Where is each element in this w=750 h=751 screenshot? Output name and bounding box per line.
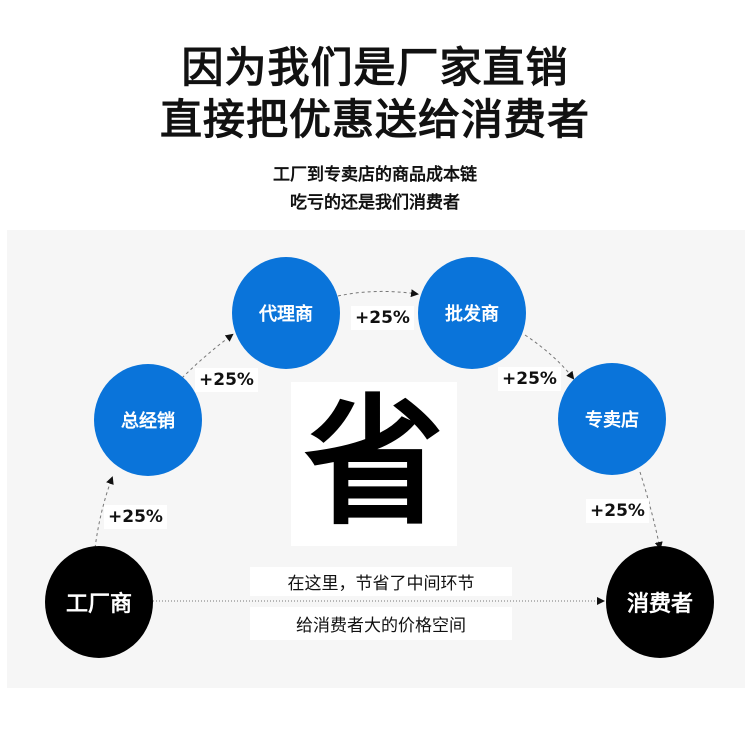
arrow-store-consumer [639, 471, 663, 550]
save-character: 省 [291, 382, 457, 546]
subhead-line-1: 工厂到专卖店的商品成本链 [273, 165, 477, 185]
markup-label: +25% [498, 367, 561, 391]
node-wholesaler: 批发商 [418, 257, 526, 369]
arrow-wholesale-store [524, 334, 575, 380]
node-general-distributor: 总经销 [94, 364, 202, 476]
note-line-1: 在这里，节省了中间环节 [250, 567, 512, 596]
node-agent: 代理商 [232, 257, 340, 369]
markup-label: +25% [351, 306, 414, 330]
subhead-line-2: 吃亏的还是我们消费者 [290, 193, 460, 213]
note-line-2: 给消费者大的价格空间 [250, 607, 512, 640]
markup-label: +25% [195, 368, 258, 392]
arrow-agent-wholesale [337, 289, 419, 298]
headline-line-1: 因为我们是厂家直销 [181, 43, 569, 92]
arrow-factory-general [94, 476, 114, 549]
node-factory: 工厂商 [45, 546, 153, 658]
savings-note: 在这里，节省了中间环节 给消费者大的价格空间 [250, 563, 512, 651]
markup-label: +25% [586, 499, 649, 523]
markup-label: +25% [104, 505, 167, 529]
headline-line-2: 直接把优惠送给消费者 [159, 95, 590, 144]
arrow-general-agent [181, 333, 234, 379]
node-consumer: 消费者 [606, 546, 714, 658]
node-store: 专卖店 [558, 363, 666, 475]
